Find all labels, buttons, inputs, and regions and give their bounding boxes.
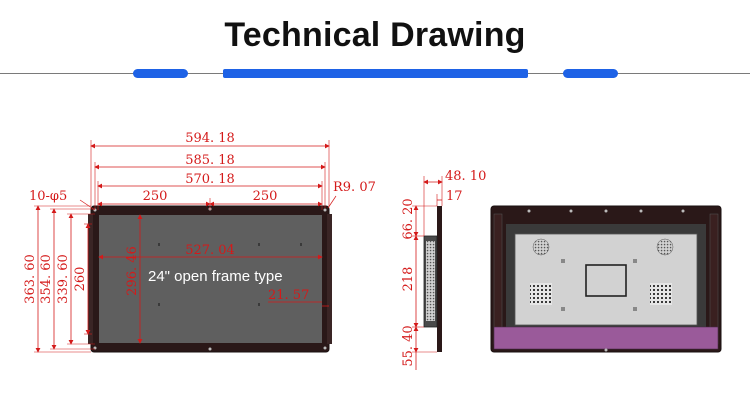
dim-frame-width: 585. 18 [185, 153, 235, 168]
side-view: 48. 10 17 66. 20 218 55. 40 [401, 169, 486, 370]
header-accent-right [563, 69, 618, 78]
dim-overall-height: 363. 60 [23, 254, 38, 304]
page-title: Technical Drawing [224, 16, 526, 54]
header-accent-center [223, 69, 528, 78]
dim-module-height: 218 [401, 267, 416, 292]
dim-depth: 48. 10 [445, 169, 486, 184]
back-bottom-bar [493, 326, 719, 350]
back-rail-left [493, 213, 503, 345]
back-speaker-right [656, 238, 674, 256]
dim-hole-span: 570. 18 [185, 172, 235, 187]
back-vent-right [650, 283, 672, 305]
back-mount-points [561, 259, 637, 311]
header-accent-left [133, 69, 188, 78]
dim-screen-height: 296. 46 [125, 246, 140, 296]
front-view: 594. 18 585. 18 570. 18 250 250 R9. 07 1… [23, 131, 376, 353]
front-ear-left [88, 214, 93, 344]
dim-top-offset: 66. 20 [401, 198, 416, 239]
side-vent [426, 241, 435, 321]
dim-screen-width: 527. 04 [185, 243, 235, 258]
front-view-caption: 24" open frame type [148, 268, 283, 285]
back-view [490, 205, 722, 353]
dim-bottom-offset: 55. 40 [401, 325, 416, 366]
front-screen [99, 215, 322, 343]
dim-hole-pitch-right: 250 [253, 189, 278, 204]
dim-bezel: 21. 57 [268, 288, 309, 303]
dim-hole-pitch-vertical: 260 [73, 267, 88, 292]
dim-holes: 10-φ5 [29, 189, 67, 204]
back-speaker-left [532, 238, 550, 256]
back-vent-left [530, 283, 552, 305]
dim-frame-height: 354. 60 [39, 254, 54, 304]
screen-marks [158, 243, 302, 306]
back-holes [527, 209, 685, 352]
dim-overall-width: 594. 18 [185, 131, 235, 146]
dim-corner-radius: R9. 07 [333, 180, 376, 195]
front-ear-right [327, 214, 332, 344]
back-rail-right [709, 213, 719, 345]
back-label-plate [585, 264, 627, 297]
dim-hole-pitch-left: 250 [143, 189, 168, 204]
dim-hole-height: 339. 60 [56, 254, 71, 304]
dim-flange: 17 [446, 189, 463, 204]
side-flange [437, 206, 442, 352]
